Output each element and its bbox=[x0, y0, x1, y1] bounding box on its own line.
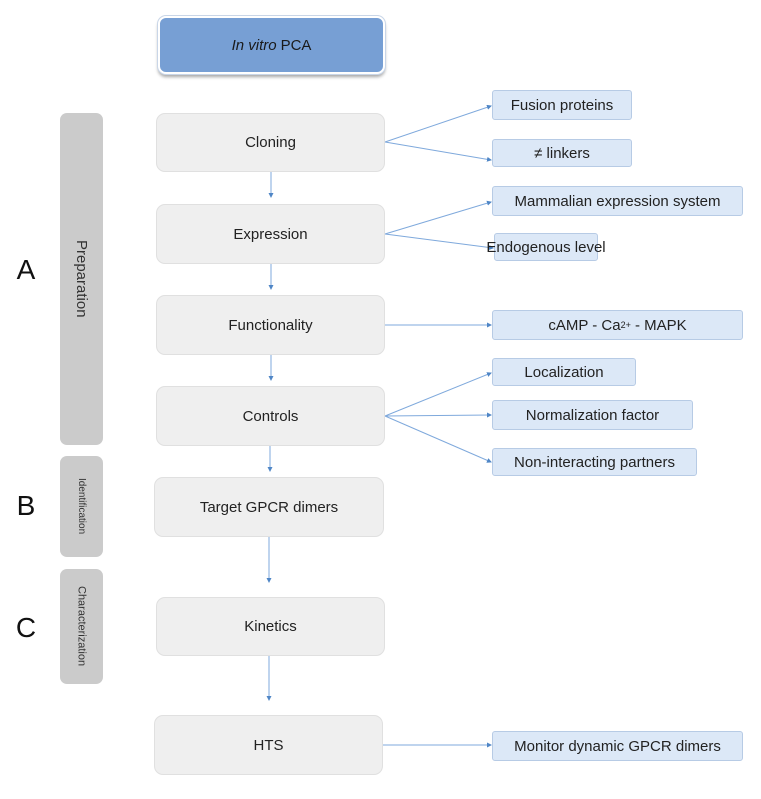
connector-controls-localization bbox=[384, 372, 492, 417]
step-target-gpcr-dimers: Target GPCR dimers bbox=[154, 477, 384, 537]
connector-expression-endogenous bbox=[384, 233, 494, 250]
phase-label: Preparation bbox=[73, 240, 90, 318]
phase-characterization: Characterization bbox=[60, 569, 103, 684]
title-italic: In vitro bbox=[231, 36, 277, 54]
step-hts: HTS bbox=[154, 715, 383, 775]
phase-letter-c: C bbox=[15, 612, 37, 643]
step-cloning: Cloning bbox=[156, 113, 385, 172]
detail-endogenous-level: Endogenous level bbox=[486, 233, 606, 261]
phase-preparation: Preparation bbox=[60, 113, 103, 445]
phase-identification: Identification bbox=[60, 456, 103, 557]
detail-endogenous-label: Endogenous level bbox=[486, 238, 606, 256]
phase-letter-a: A bbox=[16, 254, 36, 285]
signaling-pre: cAMP - Ca bbox=[548, 316, 621, 334]
step-controls: Controls bbox=[156, 386, 385, 446]
step-expression: Expression bbox=[156, 204, 385, 264]
phase-label: Characterization bbox=[75, 586, 88, 667]
connector-controls-noninteracting bbox=[384, 415, 492, 463]
detail-mammalian-expression: Mammalian expression system bbox=[492, 186, 743, 216]
detail-non-interacting-partners: Non-interacting partners bbox=[492, 448, 697, 476]
detail-normalization-factor: Normalization factor bbox=[492, 400, 693, 430]
detail-localization: Localization bbox=[492, 358, 636, 386]
detail-fusion-proteins: Fusion proteins bbox=[492, 90, 632, 120]
phase-label: Identification bbox=[76, 478, 87, 535]
title-box: In vitro PCA bbox=[158, 16, 385, 74]
connector-controls-normalization bbox=[384, 412, 492, 418]
signaling-post: - MAPK bbox=[630, 316, 687, 334]
phase-letter-b: B bbox=[16, 490, 36, 521]
step-functionality: Functionality bbox=[156, 295, 385, 355]
step-kinetics: Kinetics bbox=[156, 597, 385, 656]
signaling-sup: 2+ bbox=[620, 320, 631, 330]
detail-linkers: ≠ linkers bbox=[492, 139, 632, 167]
connector-cloning-linkers bbox=[384, 141, 492, 162]
connector-expression-mammalian bbox=[384, 200, 492, 235]
detail-monitor-dimers: Monitor dynamic GPCR dimers bbox=[492, 731, 743, 761]
title-rest: PCA bbox=[280, 36, 312, 54]
connector-cloning-fusion bbox=[384, 104, 492, 143]
